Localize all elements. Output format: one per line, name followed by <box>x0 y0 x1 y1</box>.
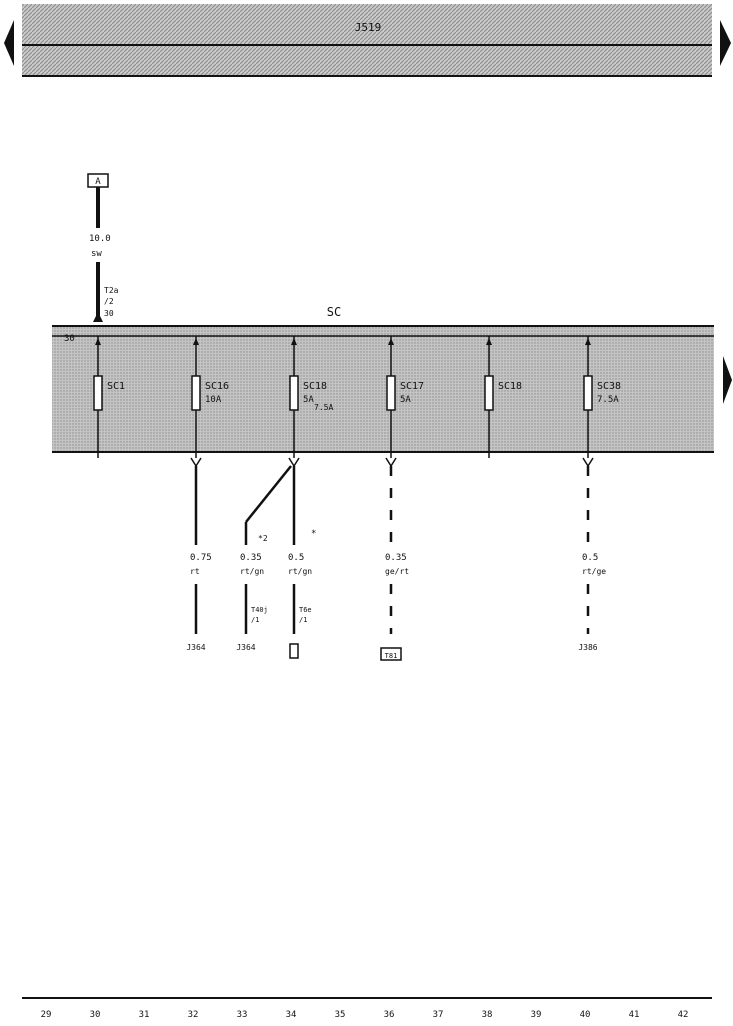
wire-size: 0.35 <box>240 553 262 563</box>
wire-color: rt/ge <box>582 567 606 576</box>
fuse-body <box>191 375 201 411</box>
wire-dest-box <box>380 647 402 661</box>
terminal-30-label: 30 <box>64 334 75 344</box>
wire-dest: J364 <box>236 643 255 652</box>
wire-dest: J364 <box>186 643 205 652</box>
footer-number: 35 <box>335 1010 346 1020</box>
wire-size: 0.35 <box>385 553 407 563</box>
wire-color: rt <box>190 567 200 576</box>
fuse-body <box>583 375 593 411</box>
footer-number: 32 <box>188 1010 199 1020</box>
wire-dest: T81 <box>385 652 398 660</box>
note-alt2: * <box>311 529 316 539</box>
feed-terminal: 30 <box>104 309 114 318</box>
wire-size: 0.75 <box>190 553 212 563</box>
fuse-id: SC17 <box>400 381 424 392</box>
wire-size: 0.5 <box>582 553 598 563</box>
wire-dest: J386 <box>578 643 597 652</box>
fuse-5: SC38 7.5A <box>583 336 621 458</box>
right-arrow-icon-lower[interactable] <box>723 356 732 404</box>
header-title: J519 <box>355 21 382 34</box>
footer-number: 29 <box>41 1010 52 1020</box>
feed-wire: A 10.0 sw T2a /2 30 <box>87 173 119 322</box>
feed-pin: /2 <box>104 297 114 306</box>
fuse-id: SC38 <box>597 381 621 392</box>
fuse-2: SC18 5A7.5A <box>289 336 333 458</box>
footer-number: 34 <box>286 1010 297 1020</box>
wire-connector: T40j <box>251 606 268 614</box>
fuse-id: SC18 <box>498 381 522 392</box>
fuse-alt-rating: 7.5A <box>314 403 333 412</box>
footer-number: 37 <box>433 1010 444 1020</box>
fuse-body <box>93 375 103 411</box>
left-arrow-icon[interactable] <box>4 20 14 66</box>
fuse-id: SC1 <box>107 381 125 392</box>
wire-pin: /1 <box>251 616 259 624</box>
footer-number: 42 <box>678 1010 689 1020</box>
right-arrow-icon[interactable] <box>720 20 731 66</box>
fuse-1: SC16 10A <box>191 336 229 458</box>
wire-size: 0.5 <box>288 553 304 563</box>
fuse-body <box>484 375 494 411</box>
feed-color: sw <box>91 249 102 259</box>
fuse-rating: 7.5A <box>597 395 619 405</box>
wire-connector: T6e <box>299 606 312 614</box>
fuse-4: SC18 <box>484 336 522 458</box>
header-band: J519 <box>22 4 712 77</box>
feed-size: 10.0 <box>89 234 111 244</box>
footer-number: 40 <box>580 1010 591 1020</box>
note-alt1: *2 <box>258 534 268 543</box>
footer-number: 41 <box>629 1010 640 1020</box>
footer: 29 30 31 32 33 34 35 36 37 38 39 40 41 42 <box>22 997 712 1020</box>
alt-branch: *2 * <box>244 465 316 543</box>
footer-number: 30 <box>90 1010 101 1020</box>
feed-connector: T2a <box>104 286 119 295</box>
wire-color: ge/rt <box>385 567 409 576</box>
wire-pin: /1 <box>299 616 307 624</box>
footer-number: 33 <box>237 1010 248 1020</box>
wire-dest-connector <box>289 643 299 659</box>
footer-number: 39 <box>531 1010 542 1020</box>
footer-number: 38 <box>482 1010 493 1020</box>
fuse-rating: 5A <box>400 395 411 405</box>
fuse-panel-label: SC <box>327 305 341 319</box>
fuse-0: SC1 <box>93 336 125 458</box>
footer-number: 31 <box>139 1010 150 1020</box>
fuse-rating: 5A <box>303 395 314 405</box>
fuse-body <box>289 375 299 411</box>
wire-color: rt/gn <box>240 567 264 576</box>
fuse-id: SC16 <box>205 381 229 392</box>
wire-color: rt/gn <box>288 567 312 576</box>
fuse-body <box>386 375 396 411</box>
feed-top-label: A <box>95 177 101 187</box>
fuse-3: SC17 5A <box>386 336 424 458</box>
fuse-rating: 10A <box>205 395 222 405</box>
footer-number: 36 <box>384 1010 395 1020</box>
fuse-id: SC18 <box>303 381 327 392</box>
